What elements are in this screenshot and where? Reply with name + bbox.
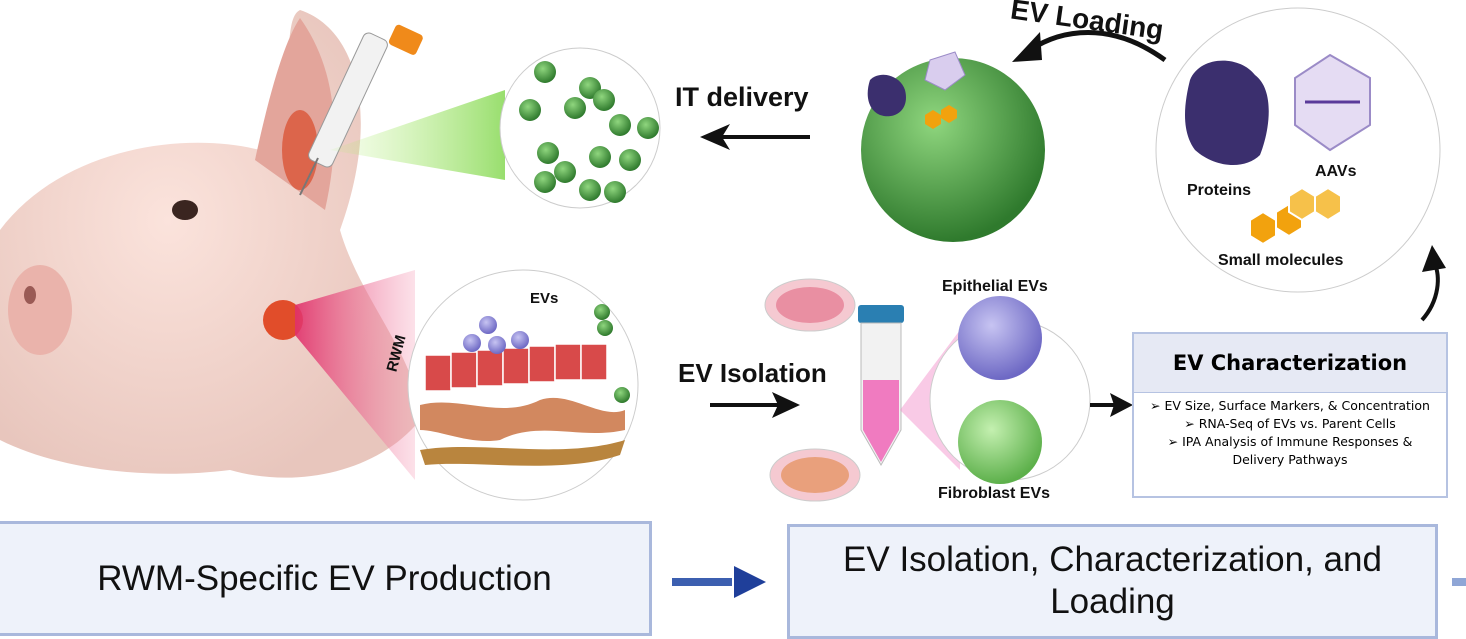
ev-types-circle xyxy=(929,296,1091,484)
ev-isolation-label: EV Isolation xyxy=(678,358,827,388)
delivered-evs-circle xyxy=(499,47,661,209)
culture-dish-fibroblast xyxy=(769,448,861,502)
cargo-circle xyxy=(1155,7,1441,293)
syringe-icon xyxy=(299,24,423,196)
protein-icon xyxy=(1185,60,1269,166)
fibroblast-evs-label: Fibroblast EVs xyxy=(938,485,1051,502)
loaded-ev-sphere xyxy=(861,51,1045,242)
small-molecules-label: Small molecules xyxy=(1218,252,1344,269)
stage-isolation-label: EV Isolation, Characterization, and Load… xyxy=(843,540,1382,621)
stage-production-label: RWM-Specific EV Production xyxy=(97,558,552,598)
centrifuge-tube-icon xyxy=(858,305,904,467)
loading-return-arrow xyxy=(1420,264,1440,322)
culture-dish-epithelial xyxy=(764,278,856,332)
characterization-item: RNA-Seq of EVs vs. Parent Cells xyxy=(1140,415,1440,433)
characterization-box: EV Characterization EV Size, Surface Mar… xyxy=(1132,332,1448,498)
stage-isolation-box: EV Isolation, Characterization, and Load… xyxy=(787,524,1438,639)
stage-production-box: RWM-Specific EV Production xyxy=(0,521,652,636)
magnify-cone xyxy=(330,90,505,180)
characterization-item: EV Size, Surface Markers, & Concentratio… xyxy=(1140,397,1440,415)
rwm-tissue-circle xyxy=(407,269,639,501)
small-molecule-icon xyxy=(1249,186,1342,246)
characterization-title: EV Characterization xyxy=(1134,334,1446,393)
rwm-cone xyxy=(295,270,415,480)
ev-loading-arrow xyxy=(1028,30,1167,63)
characterization-item: IPA Analysis of Immune Responses & Deliv… xyxy=(1140,433,1440,469)
it-delivery-label: IT delivery xyxy=(675,82,809,112)
stage-arrow xyxy=(672,578,732,586)
proteins-label: Proteins xyxy=(1187,182,1252,199)
evs-label: EVs xyxy=(530,290,559,307)
epithelial-evs-label: Epithelial EVs xyxy=(942,278,1048,295)
aavs-label: AAVs xyxy=(1315,163,1357,180)
rwm-location-icon xyxy=(263,300,303,340)
